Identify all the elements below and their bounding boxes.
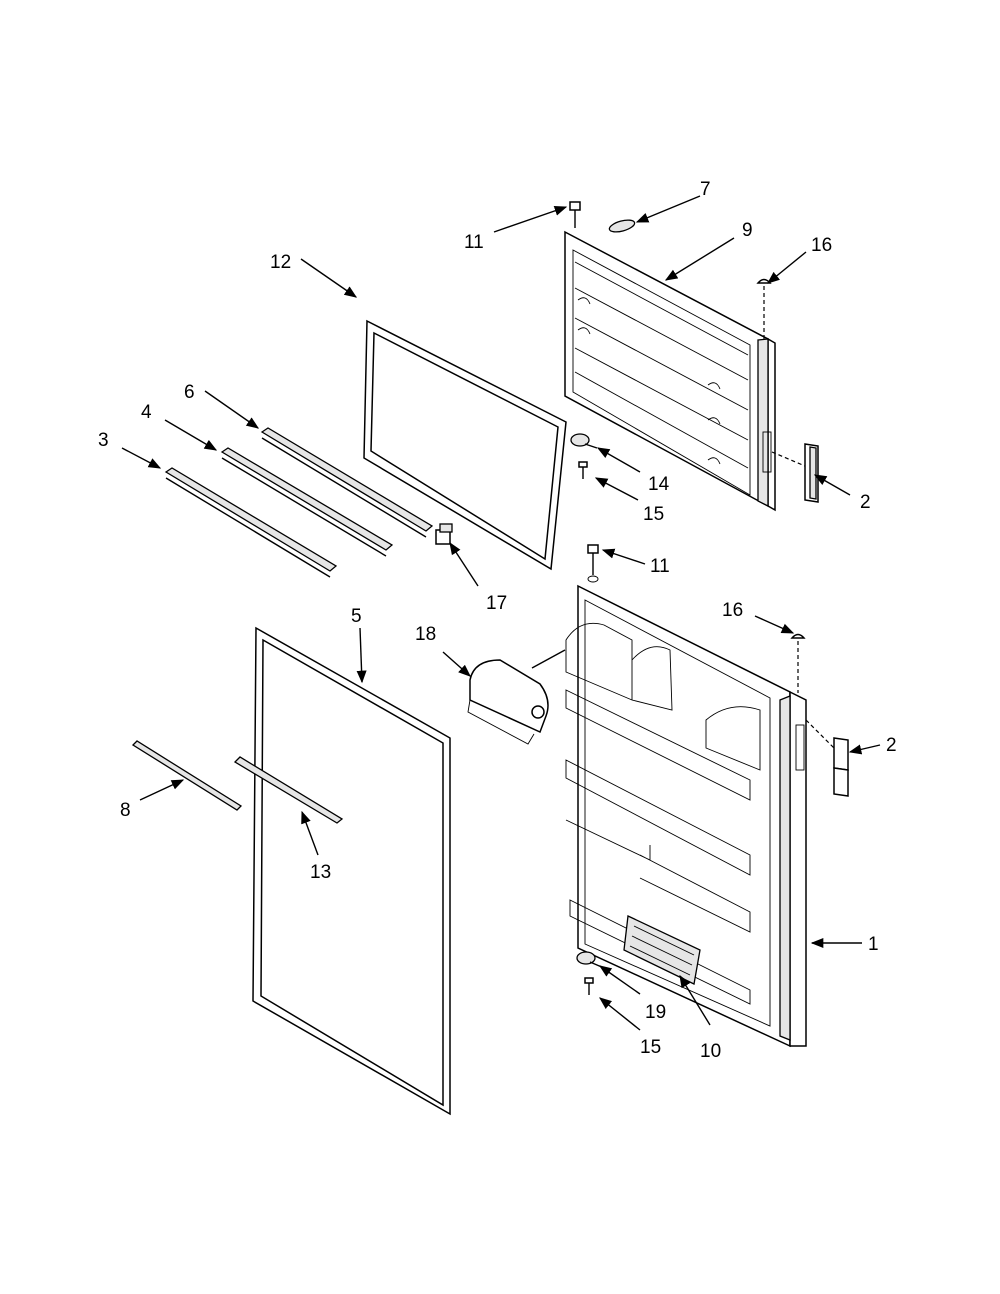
callout-15-top: 15 xyxy=(643,504,664,525)
freezer-gasket-12 xyxy=(363,319,567,571)
callout-7: 7 xyxy=(700,179,711,200)
callout-5: 5 xyxy=(351,606,362,627)
trim-strip-13 xyxy=(233,756,344,824)
callout-14: 14 xyxy=(648,474,670,495)
callout-11-top: 11 xyxy=(464,232,484,253)
callout-10: 10 xyxy=(700,1041,721,1062)
dairy-door-18 xyxy=(467,649,566,745)
callout-1: 1 xyxy=(868,934,879,955)
trim-strip-4 xyxy=(220,447,394,557)
callout-13: 13 xyxy=(310,862,331,883)
callout-19: 19 xyxy=(645,1002,666,1023)
screw-11-top xyxy=(569,201,581,228)
callout-16-top: 16 xyxy=(811,235,832,256)
freezer-door xyxy=(564,230,776,512)
handle-2-bottom xyxy=(805,719,849,797)
door-stop-16-top xyxy=(756,278,772,342)
trim-strip-3 xyxy=(164,467,338,578)
handle-2-top xyxy=(771,443,819,503)
callout-18: 18 xyxy=(415,624,436,645)
callout-labels: 7 11 9 16 12 6 4 3 14 15 2 17 11 5 18 16… xyxy=(98,179,897,1062)
callout-3: 3 xyxy=(98,430,109,451)
clip-17 xyxy=(435,523,453,545)
hinge-14 xyxy=(570,433,598,449)
callout-16-bottom: 16 xyxy=(722,600,743,621)
screw-15-bottom xyxy=(584,977,594,995)
callout-8: 8 xyxy=(120,800,131,821)
callout-17: 17 xyxy=(486,593,507,614)
door-stop-16-bottom xyxy=(790,633,806,693)
callout-4: 4 xyxy=(141,402,152,423)
hinge-pin-7 xyxy=(608,219,636,233)
callout-15-bottom: 15 xyxy=(640,1037,661,1058)
leader-lines xyxy=(121,195,881,1031)
callout-2-bottom: 2 xyxy=(886,735,897,756)
callout-6: 6 xyxy=(184,382,195,403)
trim-strip-8 xyxy=(131,740,243,811)
fresh-food-door xyxy=(565,584,807,1048)
screw-15-top xyxy=(578,461,588,479)
screw-11-bottom xyxy=(587,544,599,583)
callout-2-top: 2 xyxy=(860,492,871,513)
trim-strip-6 xyxy=(260,427,434,538)
callout-9: 9 xyxy=(742,220,753,241)
callout-12: 12 xyxy=(270,252,291,273)
callout-11-bottom: 11 xyxy=(650,556,670,577)
fresh-food-gasket-5 xyxy=(252,626,451,1116)
